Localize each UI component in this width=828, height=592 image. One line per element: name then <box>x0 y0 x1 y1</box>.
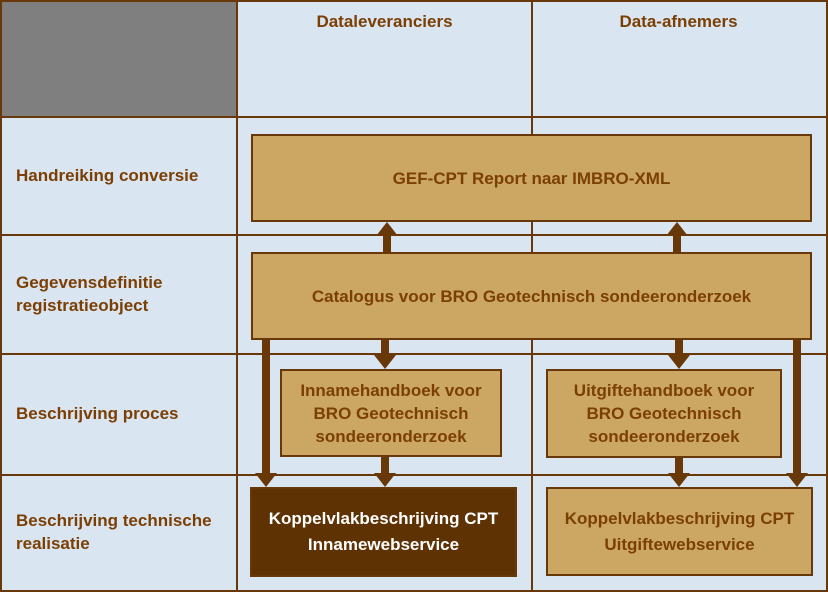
box-label: Uitgiftehandboek voor BRO Geotechnisch s… <box>573 381 755 446</box>
arrow-uitgiftehandboek-to-koppelvlak-uitgifte <box>675 458 683 474</box>
arrow-catalogus-to-gef-right <box>673 234 681 252</box>
row-label-beschrijving-technische-realisatie: Beschrijving technische realisatie <box>2 474 236 590</box>
arrow-catalogus-to-koppelvlak-uitgifte <box>793 340 801 474</box>
row-label-gegevensdefinitie-registratieobject: Gegevensdefinitie registratieobject <box>2 234 236 353</box>
grid-line-vertical-1 <box>236 2 238 590</box>
row-label-text: Gegevensdefinitie registratieobject <box>16 272 163 315</box>
grid-line-horizontal-2 <box>2 234 826 236</box>
arrow-down-icon <box>374 355 396 369</box>
box-label: Catalogus voor BRO Geotechnisch sondeero… <box>311 286 752 306</box>
box-gef-cpt-report-naar-imbro-xml: GEF-CPT Report naar IMBRO-XML <box>251 134 812 222</box>
grid-line-horizontal-4 <box>2 474 826 476</box>
box-label: Koppelvlakbeschrijving CPT Innamewebserv… <box>268 509 499 554</box>
box-label: GEF-CPT Report naar IMBRO-XML <box>392 168 671 188</box>
column-header-data-afnemers: Data-afnemers <box>619 12 738 31</box>
arrow-innamehandboek-to-koppelvlak-inname <box>381 457 389 474</box>
arrow-up-icon <box>376 222 398 236</box>
arrow-up-icon <box>666 222 688 236</box>
arrow-down-icon <box>668 355 690 369</box>
box-uitgiftehandboek: Uitgiftehandboek voor BRO Geotechnisch s… <box>546 369 782 458</box>
arrow-catalogus-to-innamehandboek <box>381 340 389 357</box>
row-label-text: Beschrijving proces <box>16 404 179 423</box>
box-label: Koppelvlakbeschrijving CPT Uitgiftewebse… <box>564 508 795 554</box>
arrow-catalogus-to-gef-left <box>383 234 391 252</box>
column-header-dataleveranciers: Dataleveranciers <box>316 12 453 31</box>
row-label-handreiking-conversie: Handreiking conversie <box>2 116 236 234</box>
arrow-catalogus-to-koppelvlak-inname <box>262 340 270 474</box>
arrow-catalogus-to-uitgiftehandboek <box>675 340 683 357</box>
box-koppelvlakbeschrijving-cpt-uitgiftewebservice: Koppelvlakbeschrijving CPT Uitgiftewebse… <box>546 487 813 576</box>
arrow-down-icon <box>786 473 808 487</box>
box-koppelvlakbeschrijving-cpt-innamewebservice: Koppelvlakbeschrijving CPT Innamewebserv… <box>250 487 517 577</box>
row-label-text: Handreiking conversie <box>16 165 199 185</box>
arrow-down-icon <box>374 473 396 487</box>
grid-line-horizontal-1 <box>2 116 826 118</box>
row-label-text: Beschrijving technische realisatie <box>16 511 212 553</box>
box-innamehandboek: Innamehandboek voor BRO Geotechnisch son… <box>280 369 502 457</box>
row-label-beschrijving-proces: Beschrijving proces <box>2 353 236 474</box>
corner-cell <box>2 2 236 116</box>
box-catalogus-bro-geotechnisch-sondeeronderzoek: Catalogus voor BRO Geotechnisch sondeero… <box>251 252 812 340</box>
box-label: Innamehandboek voor BRO Geotechnisch son… <box>300 380 482 446</box>
arrow-down-icon <box>668 473 690 487</box>
arrow-down-icon <box>255 473 277 487</box>
grid-line-horizontal-3 <box>2 353 826 355</box>
